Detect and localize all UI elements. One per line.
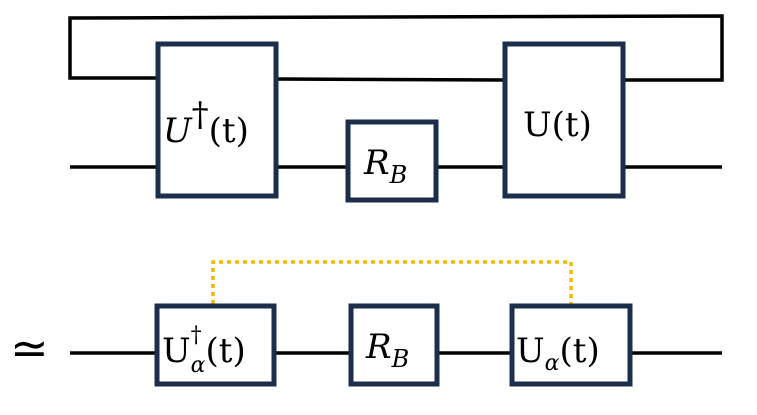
correlation-link [211,260,573,304]
top-gate-u [502,41,626,199]
bottom-gate-rb-label: RB [365,327,409,373]
top-gate-u-dagger [155,41,279,199]
bottom-gate-u-alpha-dagger [154,303,277,387]
top-upper-wire-mid [275,77,506,82]
top-gate-u-dagger-label: U†(t) [163,95,249,151]
bottom-circuit: U†α(t) RB Uα(t) [70,260,722,387]
bottom-gate-rb [348,303,440,387]
bottom-gate-u-alpha [509,303,633,387]
top-gate-u-label: U(t) [523,105,592,145]
top-gate-rb [345,119,439,203]
bottom-gate-u-alpha-label: Uα(t) [516,331,600,376]
bottom-gate-u-alpha-dagger-label: U†α(t) [162,323,246,378]
top-gate-rb-label: RB [363,143,407,189]
top-loop-wire [68,14,724,82]
approx-symbol: ≃ [10,321,49,375]
top-circuit: U†(t) RB U(t) [68,14,724,203]
